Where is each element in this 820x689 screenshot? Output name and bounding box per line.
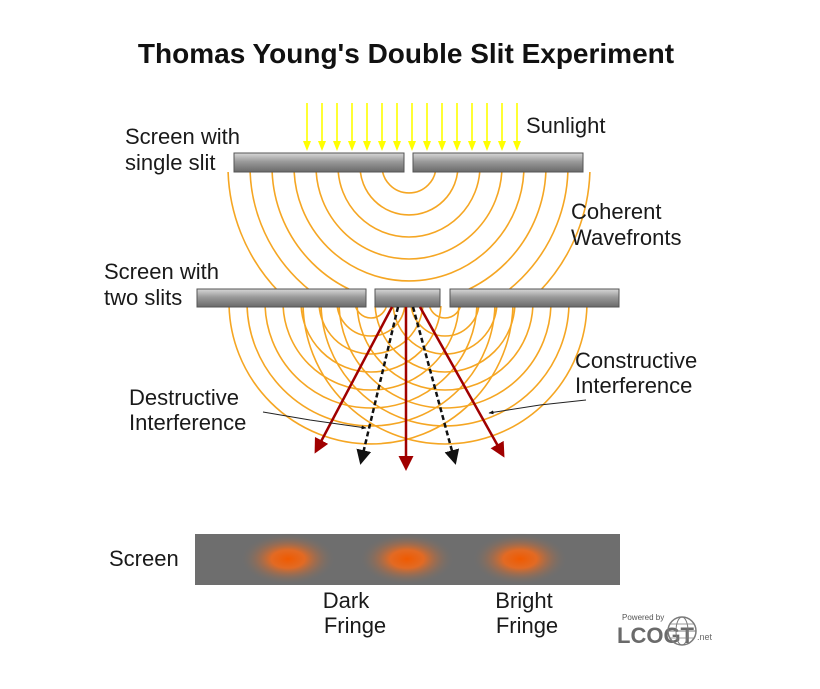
- two-slit-wavefront-arc: [338, 306, 552, 409]
- single-slit-left-barrier: [233, 152, 405, 173]
- bright-fringe: [472, 533, 568, 585]
- wavefront-arc: [359, 172, 459, 216]
- single-slit-label-line1: Screen with: [125, 124, 240, 149]
- wavefront-arc: [227, 172, 591, 292]
- fringe-pattern: [240, 533, 568, 585]
- wavefront-arc: [293, 172, 525, 282]
- two-slit-right-barrier: [449, 288, 620, 308]
- two-slit-wavefront-arc: [282, 306, 460, 391]
- lcogt-logo: Powered by LCOGT .net: [617, 613, 713, 648]
- wavefront-arc: [271, 172, 547, 292]
- two-slit-wavefront-arc: [354, 306, 388, 319]
- two-slit-wavefronts: [228, 306, 588, 445]
- sunlight-label: Sunlight: [526, 113, 606, 138]
- coherent-wavefronts: [227, 172, 591, 292]
- sunlight-ray-arrowhead: [438, 141, 446, 151]
- sunlight-ray-arrowhead: [378, 141, 386, 151]
- constructive-label-line1: Constructive: [575, 348, 697, 373]
- sunlight-ray-arrowhead: [348, 141, 356, 151]
- screen-label: Screen: [109, 546, 179, 571]
- two-slit-wavefront-arc: [428, 306, 462, 319]
- destructive-label-line1: Destructive: [129, 385, 239, 410]
- bright-fringe-label-line1: Bright: [495, 588, 552, 613]
- wavefront-arc: [249, 172, 569, 292]
- sunlight-ray-arrowhead: [333, 141, 341, 151]
- destructive-label-line2: Interference: [129, 410, 246, 435]
- two-slit-middle-barrier: [374, 288, 441, 308]
- two-slit-wavefront-arc: [374, 306, 516, 373]
- coherent-label-line1: Coherent: [571, 199, 662, 224]
- single-slit-label-line2: single slit: [125, 150, 215, 175]
- constructive-ray-left: [314, 306, 394, 454]
- sunlight-ray-arrowhead: [408, 141, 416, 151]
- logo-powered-by: Powered by: [622, 613, 664, 622]
- two-slit-screen: [196, 288, 620, 308]
- sunlight-ray-arrowhead: [423, 141, 431, 151]
- sunlight-ray-arrowhead: [393, 141, 401, 151]
- sunlight-rays: [303, 103, 521, 151]
- dark-fringe-label-line1: Dark: [323, 588, 370, 613]
- two-slits-label-line2: two slits: [104, 285, 182, 310]
- single-slit-right-barrier: [412, 152, 584, 173]
- constructive-label-line2: Interference: [575, 373, 692, 398]
- two-slit-wavefront-arc: [302, 306, 588, 445]
- logo-name: LCOGT: [617, 623, 695, 648]
- sunlight-ray-arrowhead: [318, 141, 326, 151]
- two-slit-wavefront-arc: [392, 306, 498, 355]
- constructive-ray-right: [418, 306, 505, 458]
- two-slits-label-line1: Screen with: [104, 259, 219, 284]
- bright-fringe-label-line2: Fringe: [496, 613, 558, 638]
- dark-fringe-label-line2: Fringe: [324, 613, 386, 638]
- globe-icon: [667, 616, 697, 646]
- page-title: Thomas Young's Double Slit Experiment: [138, 38, 674, 69]
- bright-fringe: [240, 533, 336, 585]
- bright-fringe: [359, 533, 455, 585]
- constructive-callout-line: [488, 399, 587, 415]
- sunlight-ray-arrowhead: [468, 141, 476, 151]
- wavefront-arc: [381, 172, 437, 194]
- single-slit-screen: [233, 152, 584, 173]
- observation-screen: [195, 533, 620, 585]
- wavefront-arc: [315, 172, 503, 260]
- sunlight-ray-arrowhead: [483, 141, 491, 151]
- two-slit-wavefront-arc: [356, 306, 534, 391]
- two-slit-wavefront-arc: [410, 306, 480, 337]
- destructive-ray-left: [356, 306, 400, 465]
- coherent-label-line2: Wavefronts: [571, 225, 681, 250]
- two-slit-wavefront-arc: [228, 306, 514, 445]
- sunlight-ray-arrowhead: [453, 141, 461, 151]
- sunlight-ray-arrowhead: [363, 141, 371, 151]
- destructive-callout-line: [262, 411, 367, 430]
- sunlight-ray-arrowhead: [513, 141, 521, 151]
- logo-suffix: .net: [697, 632, 713, 642]
- interference-rays: [314, 306, 505, 471]
- sunlight-ray-arrowhead: [498, 141, 506, 151]
- two-slit-wavefront-arc: [246, 306, 496, 427]
- destructive-ray-right: [411, 306, 460, 465]
- two-slit-left-barrier: [196, 288, 367, 308]
- wavefront-arc: [337, 172, 481, 238]
- sunlight-ray-arrowhead: [303, 141, 311, 151]
